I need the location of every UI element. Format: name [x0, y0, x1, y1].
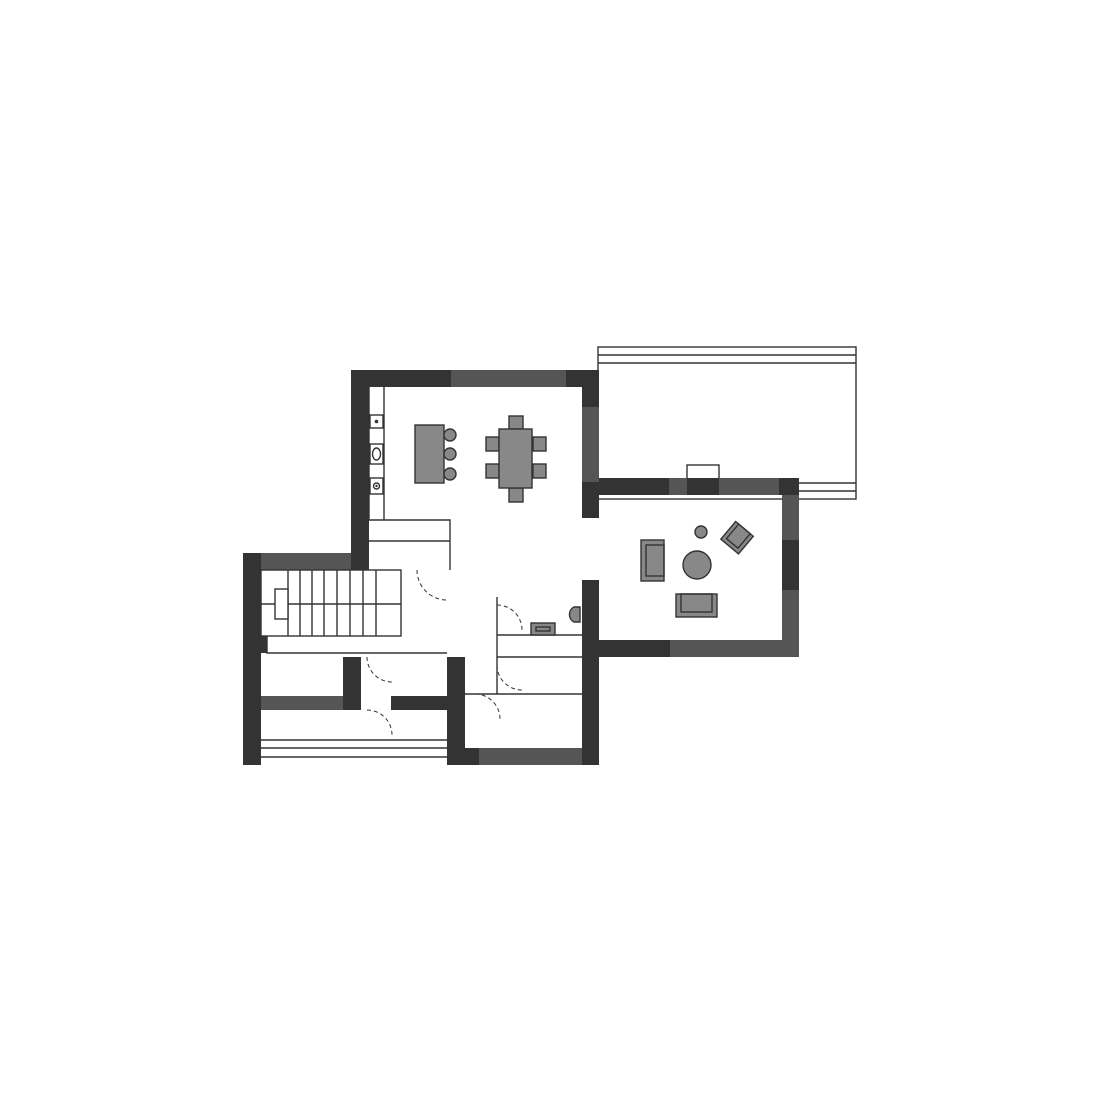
round-table-icon — [682, 550, 712, 580]
chair-icon — [508, 415, 524, 430]
kitchen-island — [414, 424, 457, 484]
chair-icon — [508, 487, 524, 503]
table-icon — [498, 428, 533, 489]
chair-icon — [485, 436, 500, 452]
terrace-step — [686, 464, 720, 480]
bathroom — [530, 606, 581, 636]
chair-icon — [485, 463, 500, 479]
chair-icon — [532, 463, 547, 479]
terrace — [597, 346, 857, 500]
door-swing-icon — [474, 693, 501, 720]
washbasin-icon — [530, 622, 556, 636]
door-swing-icon — [366, 656, 393, 683]
stair-landing — [274, 588, 289, 620]
chair-icon — [532, 436, 547, 452]
door-swing-icon — [496, 604, 523, 631]
island-icon — [414, 424, 445, 484]
stool-icon — [443, 447, 457, 461]
doors — [366, 569, 523, 736]
living-room — [640, 520, 755, 618]
dining-set — [485, 415, 547, 503]
kitchen-counter — [369, 414, 384, 495]
door-swing-icon — [416, 569, 448, 601]
appliance-icon — [369, 443, 384, 465]
door-swing-icon — [366, 709, 393, 736]
stool-icon — [443, 467, 457, 481]
walls — [243, 370, 799, 765]
armchair-icon — [719, 520, 755, 555]
door-swing-icon — [496, 664, 523, 691]
staircase — [260, 569, 402, 637]
sofa-icon — [675, 593, 718, 618]
partitions — [261, 387, 582, 758]
side-table-icon — [694, 525, 708, 539]
stool-icon — [443, 428, 457, 442]
toilet-icon — [568, 606, 581, 623]
sofa-icon — [640, 539, 665, 582]
